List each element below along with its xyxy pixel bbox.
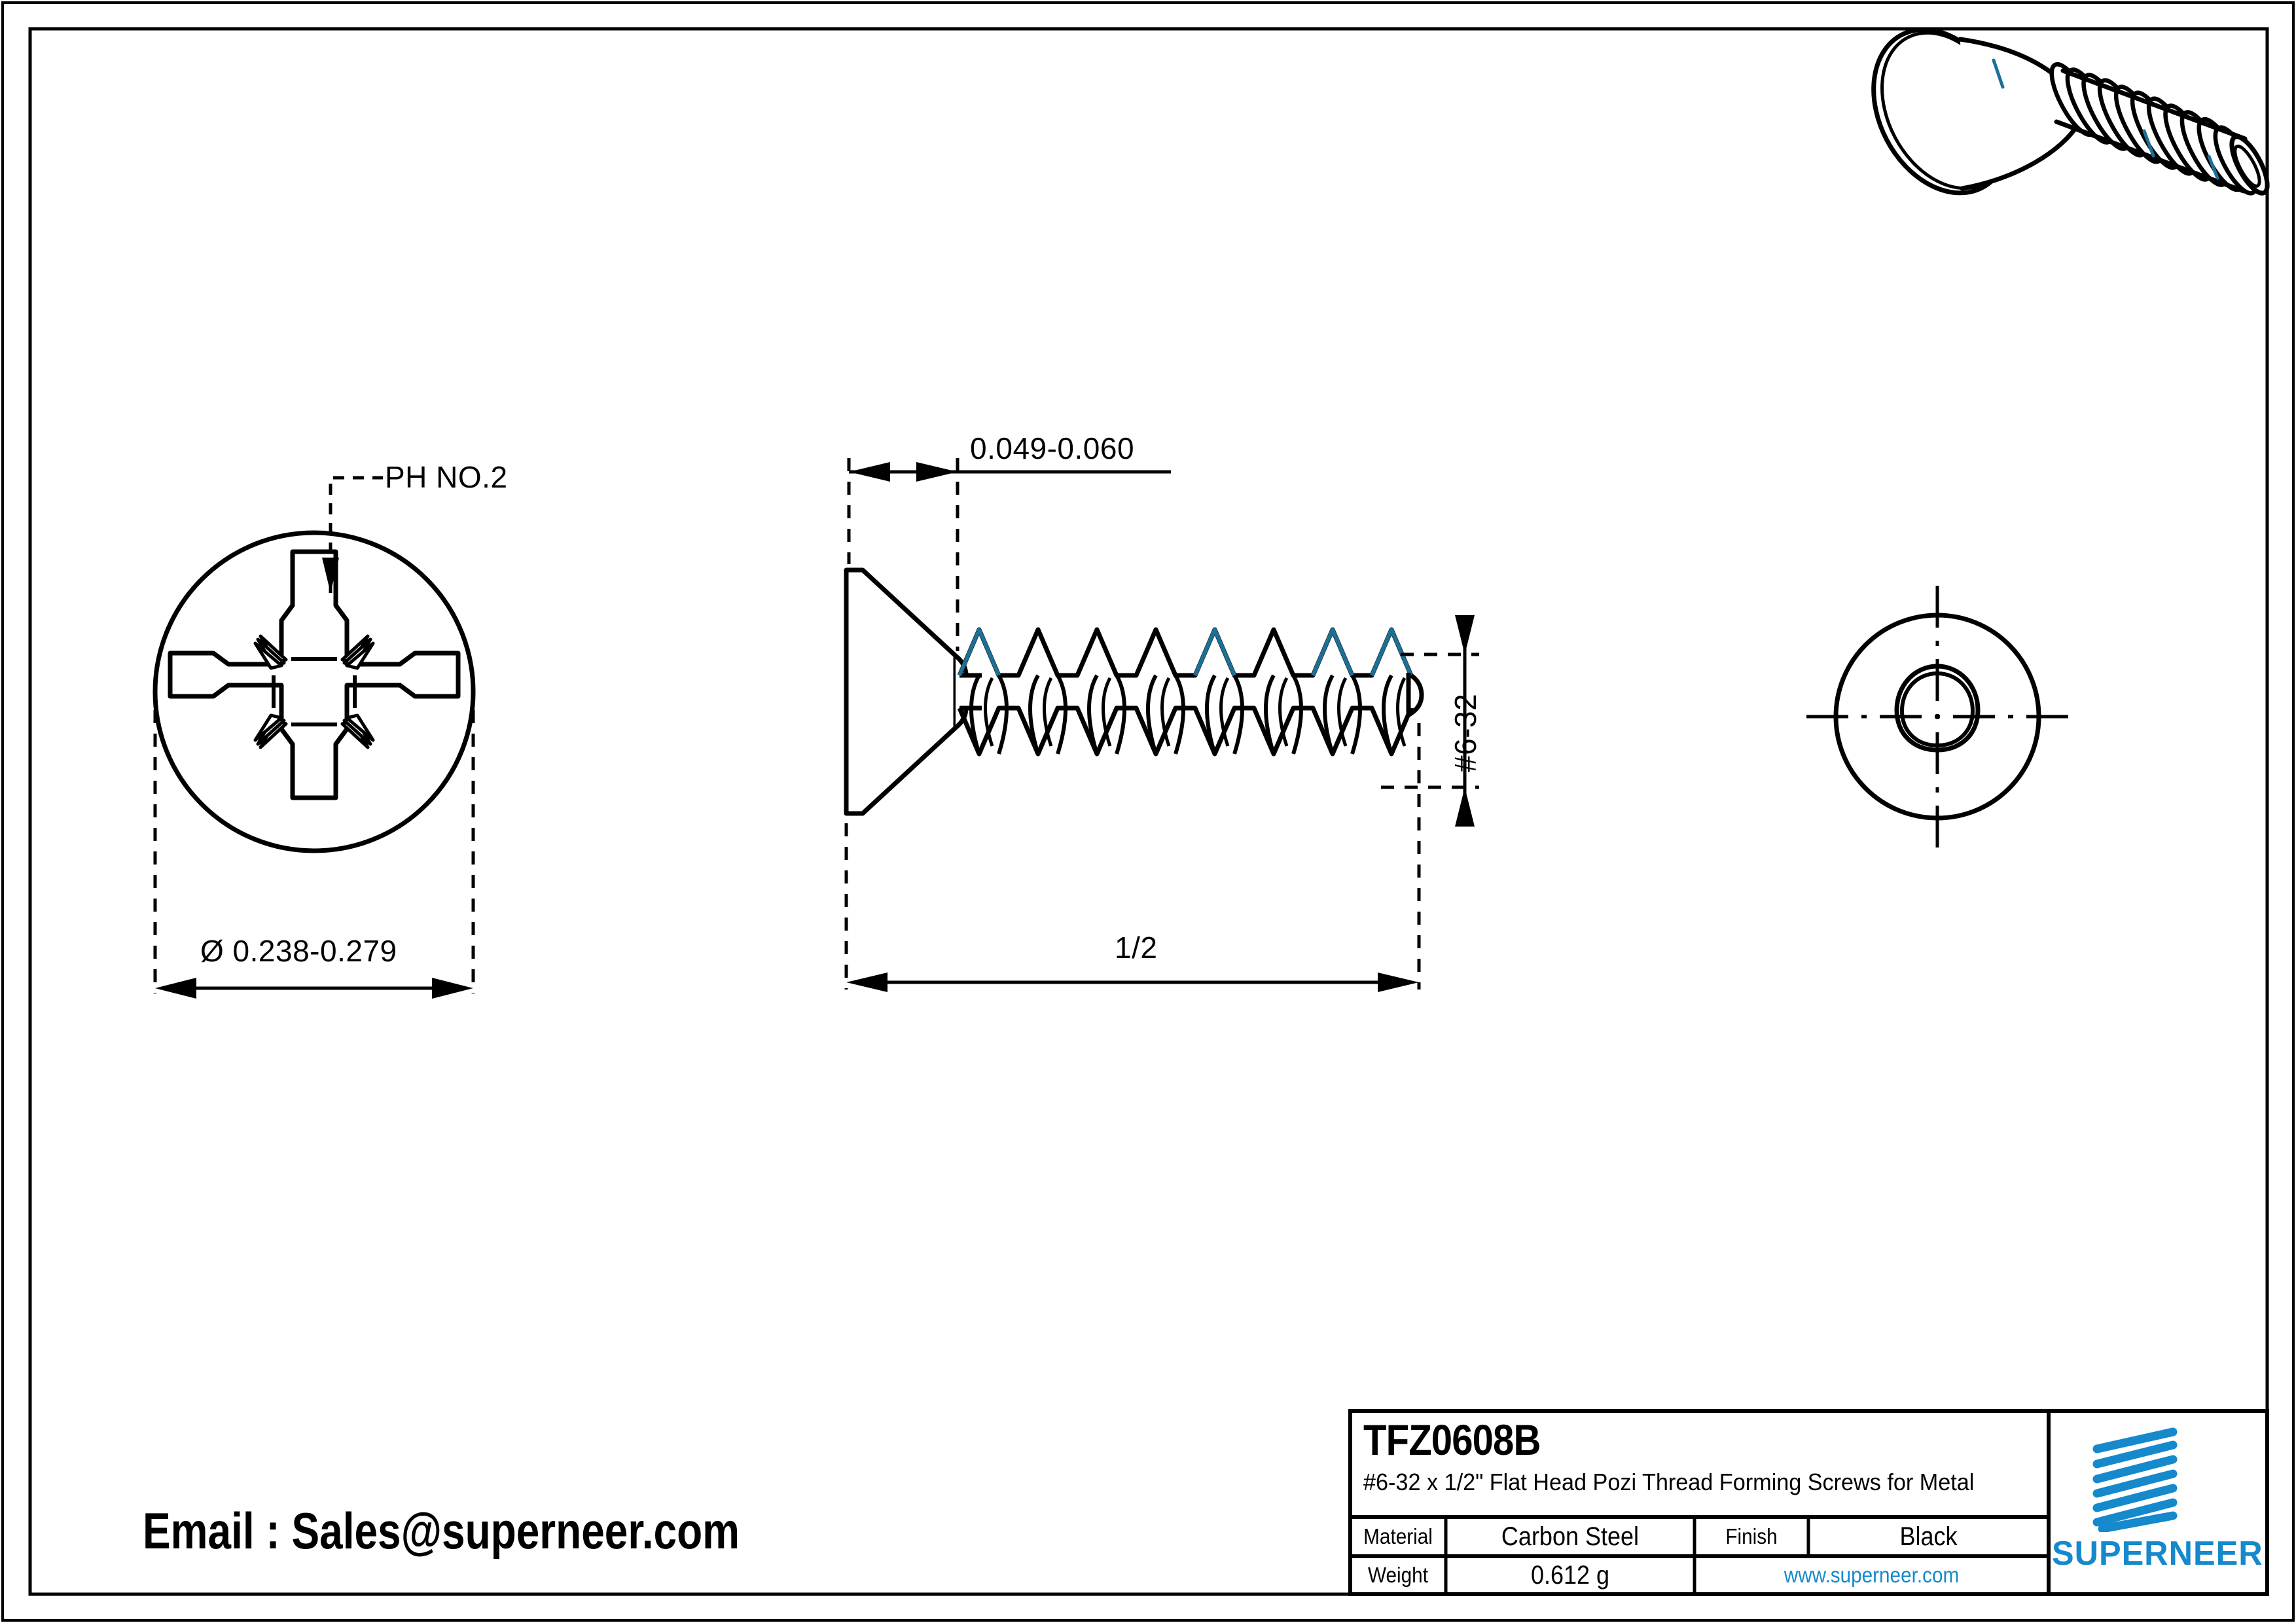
thread-size-dimension xyxy=(1381,623,1479,819)
head-diameter-label: Ø 0.238-0.279 xyxy=(200,934,397,968)
isometric-screw-view xyxy=(1871,27,2270,196)
superneer-logo: SUPERNEER xyxy=(2049,1415,2265,1598)
website-link[interactable]: www.superneer.com xyxy=(1784,1563,1960,1587)
point-end-view xyxy=(1806,586,2068,847)
title-block-frame xyxy=(1348,1409,2269,1596)
material-label: Material xyxy=(1363,1524,1433,1548)
material-value: Carbon Steel xyxy=(1501,1522,1640,1551)
weight-value: 0.612 g xyxy=(1530,1560,1610,1590)
thread-size-label: #6-32 xyxy=(1448,693,1482,772)
finish-value: Black xyxy=(1899,1522,1958,1551)
superneer-stripes-logo xyxy=(2092,1427,2178,1532)
part-description: #6-32 x 1/2" Flat Head Pozi Thread Formi… xyxy=(1363,1469,1975,1495)
part-number: TFZ0608B xyxy=(1363,1416,1541,1464)
email-line: Email : Sales@superneer.com xyxy=(143,1502,740,1560)
title-block: TFZ0608B #6-32 x 1/2" Flat Head Pozi Thr… xyxy=(1350,1411,2267,1601)
finish-label: Finish xyxy=(1725,1524,1778,1548)
length-label: 1/2 xyxy=(1115,931,1158,965)
weight-label: Weight xyxy=(1368,1563,1428,1587)
side-elevation-view xyxy=(844,458,1479,992)
pozi-callout-label: PH NO.2 xyxy=(385,460,508,494)
head-end-view xyxy=(152,476,476,999)
head-diameter-dimension xyxy=(153,710,475,993)
logo-wordmark: SUPERNEER xyxy=(2051,1535,2263,1573)
head-height-label: 0.049-0.060 xyxy=(970,431,1135,465)
length-dimension xyxy=(844,723,1421,990)
